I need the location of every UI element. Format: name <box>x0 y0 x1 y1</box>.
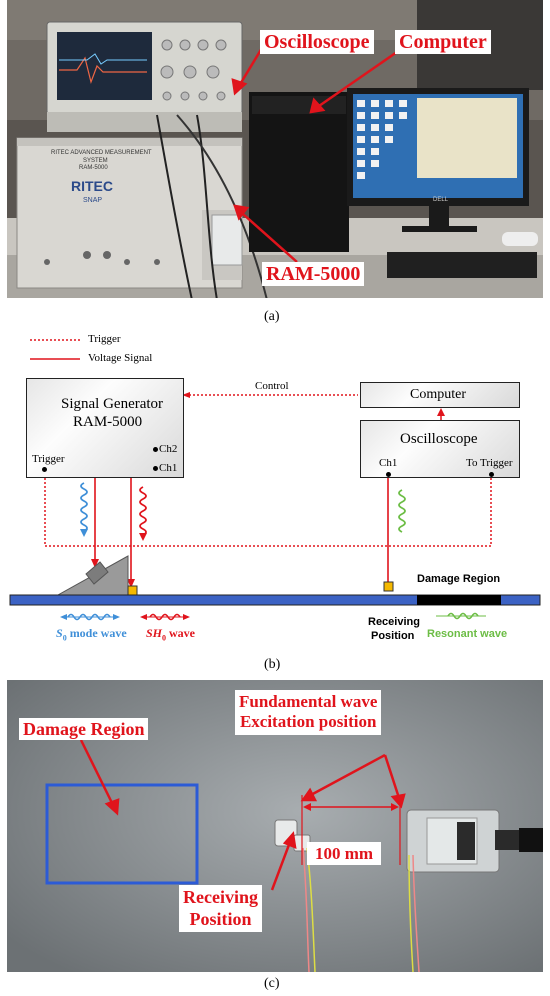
damage-region-callout: Damage Region <box>19 718 149 740</box>
oscilloscope-label: Oscilloscope <box>400 431 478 447</box>
oscilloscope-callout: Oscilloscope <box>260 30 374 54</box>
fundamental-wave-callout: Fundamental wave Excitation position <box>235 690 382 735</box>
computer-label: Computer <box>410 387 466 402</box>
sh0-wave-label: SH0 wave <box>146 626 196 643</box>
signal-generator-model: RAM-5000 <box>73 414 143 430</box>
s0-wave-label: S0 mode wave <box>56 626 127 643</box>
ch2-port <box>153 447 158 452</box>
control-label: Control <box>255 380 289 392</box>
ch1-label: Ch1 <box>159 462 178 474</box>
osc-ch1-label: Ch1 <box>379 457 398 469</box>
sg-trigger-label: Trigger <box>32 453 65 465</box>
receiving-label: Receiving <box>368 616 420 628</box>
distance-callout: 100 mm <box>307 842 382 865</box>
lab-photo: RITEC ADVANCED MEASUREMENT SYSTEM RAM-50… <box>7 0 543 298</box>
ritec-label-2: SYSTEM <box>83 158 108 164</box>
ram-callout: RAM-5000 <box>262 262 365 286</box>
legend-trigger: Trigger <box>88 333 121 345</box>
receiving-position-callout: Receiving Position <box>179 885 262 933</box>
computer-callout: Computer <box>395 30 491 54</box>
ch2-label: Ch2 <box>159 443 178 455</box>
caption-a: (a) <box>264 309 280 324</box>
signal-generator-title: Signal Generator <box>61 396 164 412</box>
caption-c: (c) <box>264 976 280 991</box>
computer-box <box>360 382 520 408</box>
schematic-diagram: Trigger Voltage Signal Control Signal Ge… <box>0 330 550 660</box>
specimen-photo: Damage Region Fundamental wave Excitatio… <box>7 680 543 972</box>
ritec-sub: SNAP <box>83 197 103 204</box>
ritec-label-1: RITEC ADVANCED MEASUREMENT <box>51 150 152 156</box>
oscilloscope-box <box>360 420 520 478</box>
ritec-label-3: RAM-5000 <box>79 165 108 171</box>
schematic-lines <box>9 339 541 621</box>
ritec-brand: RITEC <box>71 178 113 194</box>
osc-to-trigger-port <box>489 472 494 477</box>
sg-trigger-port <box>42 467 47 472</box>
monitor-brand: DELL <box>433 197 449 203</box>
osc-to-trigger-label: To Trigger <box>466 457 513 469</box>
legend-voltage: Voltage Signal <box>88 352 153 364</box>
resonant-wave-label: Resonant wave <box>427 628 508 640</box>
signal-generator-box <box>26 378 184 478</box>
osc-ch1-port <box>386 472 391 477</box>
damage-region-label: Damage Region <box>417 573 501 585</box>
ch1-port <box>153 466 158 471</box>
caption-b: (b) <box>264 657 281 672</box>
position-label: Position <box>371 630 415 642</box>
